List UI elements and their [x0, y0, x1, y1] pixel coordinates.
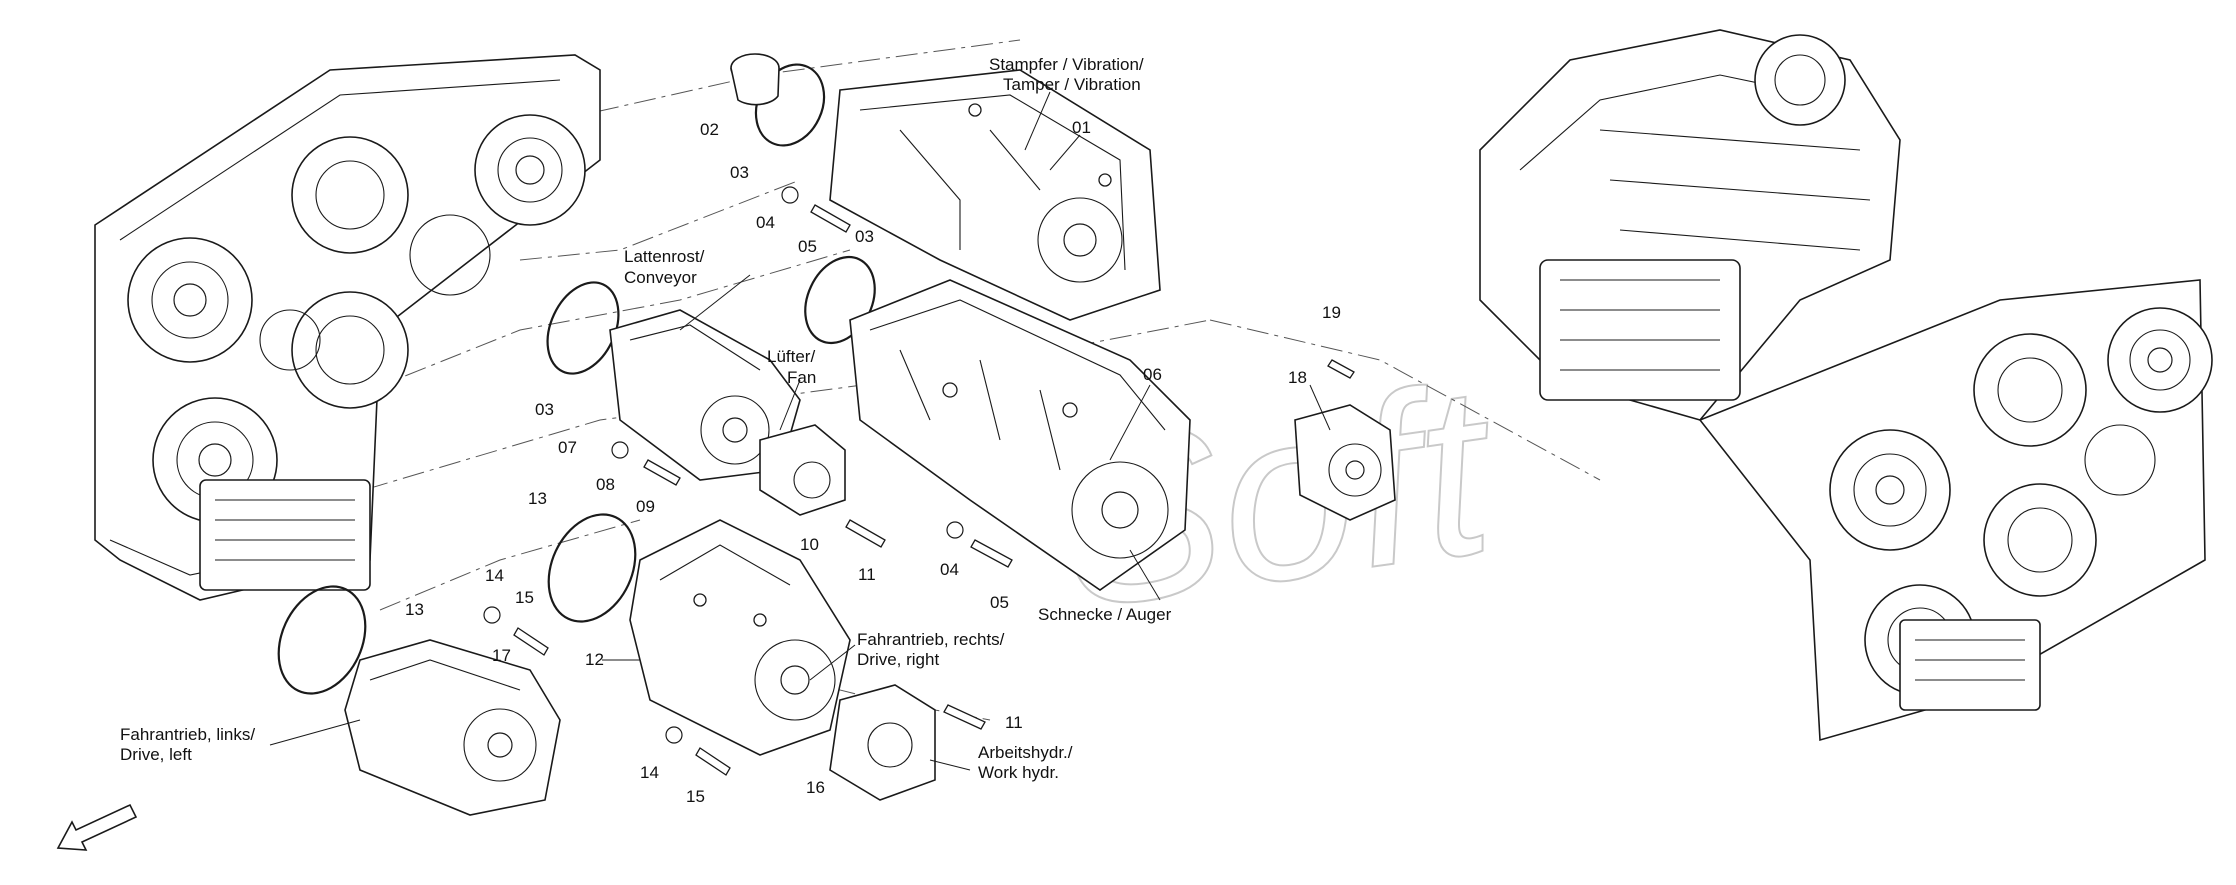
part-number-11: 11 [858, 565, 876, 584]
part-number-12: 12 [585, 650, 604, 669]
pump-transfer-gearbox [94, 54, 601, 601]
part-number-05: 05 [990, 593, 1009, 612]
work-hydr-label-line2: Work hydr. [978, 763, 1059, 782]
drive-left-label-line2: Drive, left [120, 745, 192, 764]
part-number-19: 19 [1322, 303, 1341, 322]
tamper-label-line1: Stampfer / Vibration/ [989, 55, 1144, 74]
part-number-01: 01 [1072, 118, 1091, 137]
part-number-09: 09 [636, 497, 655, 516]
conveyor-label-line1: Lattenrost/ [624, 247, 705, 266]
part-number-15: 15 [686, 787, 705, 806]
work-hydr-label-line1: Arbeitshydr./ [978, 743, 1073, 762]
tamper-vibration-pump [829, 69, 1161, 321]
part-number-14: 14 [640, 763, 659, 782]
fan-pump [759, 424, 846, 516]
part-number-13: 13 [528, 489, 547, 508]
fan-label-line2: Fan [787, 368, 816, 387]
bushing-02 [730, 53, 780, 106]
part-number-13: 13 [405, 600, 424, 619]
drive-right-label-line2: Drive, right [857, 650, 939, 669]
part-number-05: 05 [798, 237, 817, 256]
auger-pump [849, 279, 1191, 591]
part-number-07: 07 [558, 438, 577, 457]
leader-lines [269, 91, 1331, 771]
part-number-04: 04 [940, 560, 959, 579]
drive-right-label-line1: Fahrantrieb, rechts/ [857, 630, 1005, 649]
tamper-label-line2: Tamper / Vibration [1003, 75, 1141, 94]
work-hydraulic-pump [829, 684, 936, 801]
part-number-06: 06 [1143, 365, 1162, 384]
bolts-and-washers [483, 186, 1355, 776]
part-number-16: 16 [806, 778, 825, 797]
part-number-labels: 01 02 03 03 03 04 04 05 05 06 07 08 09 1… [405, 118, 1341, 806]
part-number-11: 11 [1005, 713, 1023, 732]
auger-label: Schnecke / Auger [1038, 605, 1172, 624]
engine-assembly [1479, 29, 2213, 742]
drive-left-label-line1: Fahrantrieb, links/ [120, 725, 255, 744]
drive-right-pump [629, 519, 851, 756]
part-number-14: 14 [485, 566, 504, 585]
conveyor-label-line2: Conveyor [624, 268, 697, 287]
part-number-15: 15 [515, 588, 534, 607]
drive-left-pump [344, 639, 561, 816]
part-number-17: 17 [492, 646, 511, 665]
part-number-03: 03 [730, 163, 749, 182]
pump-18 [1294, 404, 1396, 521]
part-number-18: 18 [1288, 368, 1307, 387]
part-number-03: 03 [855, 227, 874, 246]
part-number-02: 02 [700, 120, 719, 139]
part-number-04: 04 [756, 213, 775, 232]
part-number-08: 08 [596, 475, 615, 494]
part-number-03: 03 [535, 400, 554, 419]
part-number-10: 10 [800, 535, 819, 554]
orientation-arrow [56, 803, 138, 851]
fan-label-line1: Lüfter/ [767, 347, 815, 366]
function-labels: Stampfer / Vibration/ Tamper / Vibration… [120, 55, 1172, 782]
